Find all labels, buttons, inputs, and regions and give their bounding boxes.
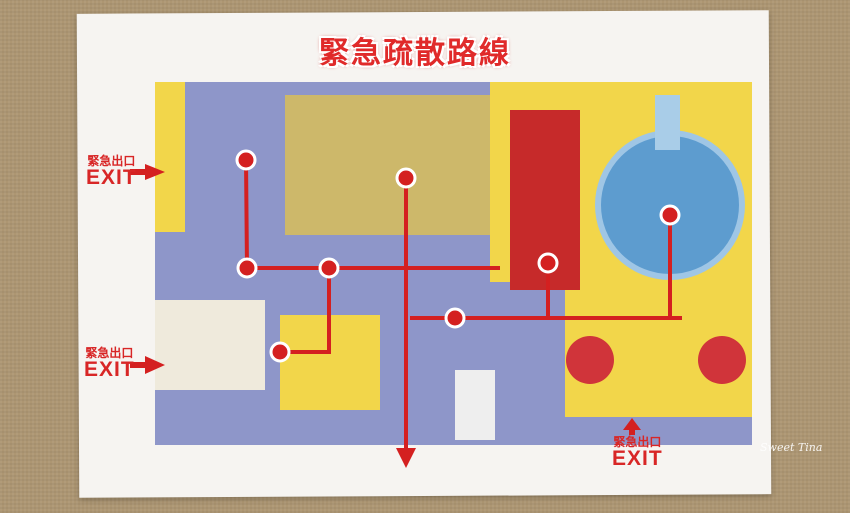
robot-figure [455, 370, 495, 440]
emergency-exit-left-bottom: 緊急出口 EXIT [84, 347, 135, 380]
pool-slide [655, 95, 680, 150]
sand-area [155, 300, 265, 390]
ball-pit [285, 95, 490, 235]
arrow-down-icon [396, 448, 416, 468]
route-point [537, 252, 559, 274]
arrow-right-icon [145, 356, 165, 374]
route-line [280, 268, 331, 354]
exit-label-zh: 緊急出口 [87, 154, 136, 168]
spinner [698, 336, 746, 384]
arrow-up-icon [623, 418, 641, 430]
emergency-exit-left-top: 緊急出口 EXIT [86, 155, 137, 188]
exit-label-zh: 緊急出口 [85, 346, 134, 360]
emergency-exit-bottom: 緊急出口 EXIT [612, 436, 663, 469]
exit-label-en: EXIT [84, 358, 135, 381]
route-point [659, 204, 681, 226]
exit-label-en: EXIT [86, 166, 137, 189]
map-title: 緊急疏散路線 [319, 36, 511, 71]
route-point [444, 307, 466, 329]
route-points [235, 149, 681, 363]
route-point [269, 341, 291, 363]
watermark: Sweet Tina [760, 441, 823, 454]
yellow-zone [155, 82, 185, 232]
exit-label-en: EXIT [612, 447, 663, 470]
route-point [395, 167, 417, 189]
route-point [318, 257, 340, 279]
route-point [236, 257, 258, 279]
spinner [566, 336, 614, 384]
exit-label-zh: 緊急出口 [613, 435, 662, 449]
arrow-right-icon [145, 164, 165, 180]
route-point [235, 149, 257, 171]
